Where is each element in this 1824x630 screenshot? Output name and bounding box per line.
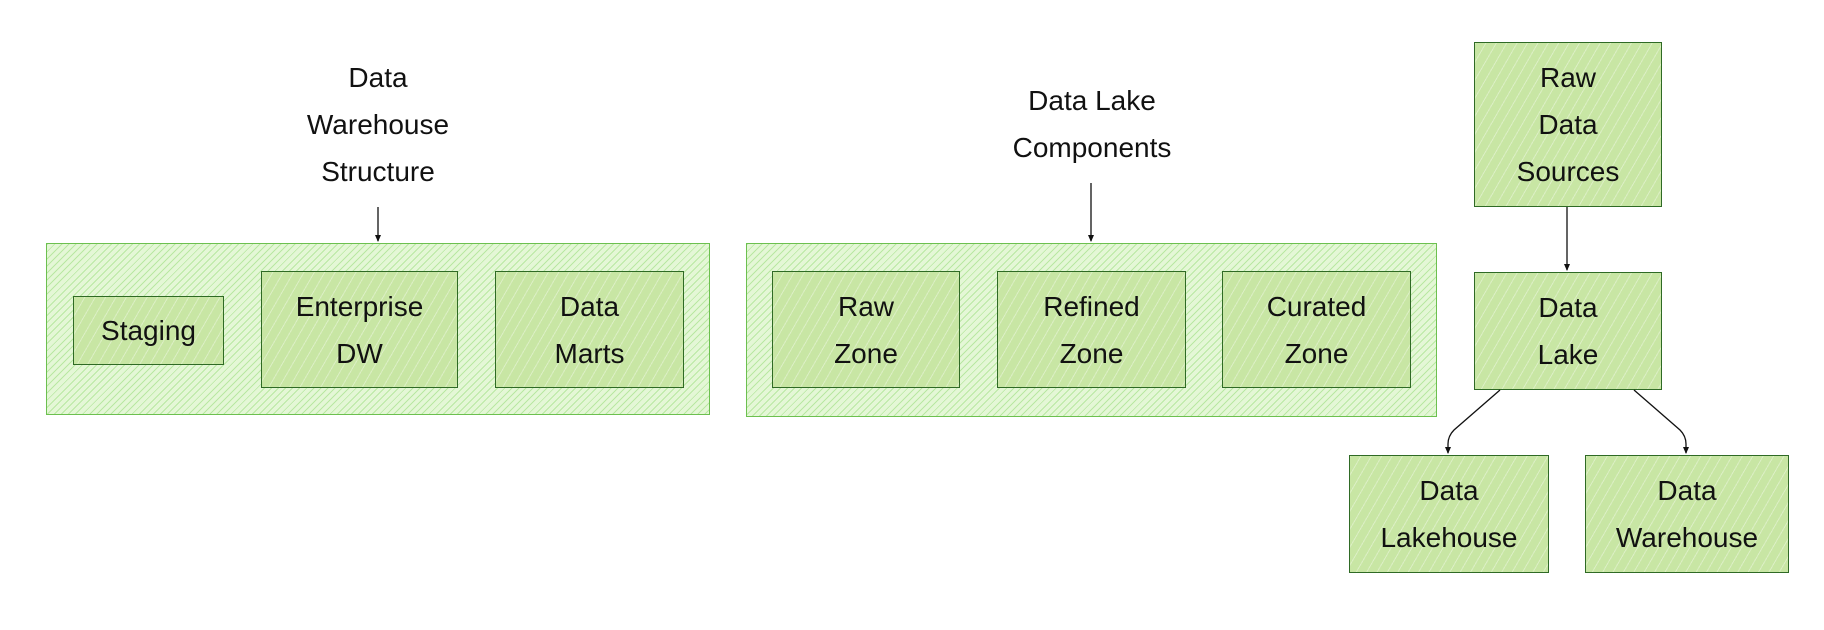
warehouse-structure-title: Data Warehouse Structure	[306, 62, 450, 187]
data-lake-components-title: Data Lake Components	[1012, 85, 1172, 163]
refined-zone-node[interactable]: Refined Zone	[997, 271, 1186, 388]
data-lakehouse-node[interactable]: Data Lakehouse	[1349, 455, 1549, 573]
data-marts-node[interactable]: Data Marts	[495, 271, 684, 388]
data-warehouse-node[interactable]: Data Warehouse	[1585, 455, 1789, 573]
data-lake-node[interactable]: Data Lake	[1474, 272, 1662, 390]
raw-data-sources-node[interactable]: Raw Data Sources	[1474, 42, 1662, 207]
arrow-data-lake-to-warehouse	[1633, 389, 1689, 454]
enterprise-dw-node[interactable]: Enterprise DW	[261, 271, 458, 388]
arrow-data-lake-to-lakehouse	[1445, 389, 1501, 454]
curated-zone-node[interactable]: Curated Zone	[1222, 271, 1411, 388]
staging-node[interactable]: Staging	[73, 296, 224, 365]
raw-zone-node[interactable]: Raw Zone	[772, 271, 960, 388]
